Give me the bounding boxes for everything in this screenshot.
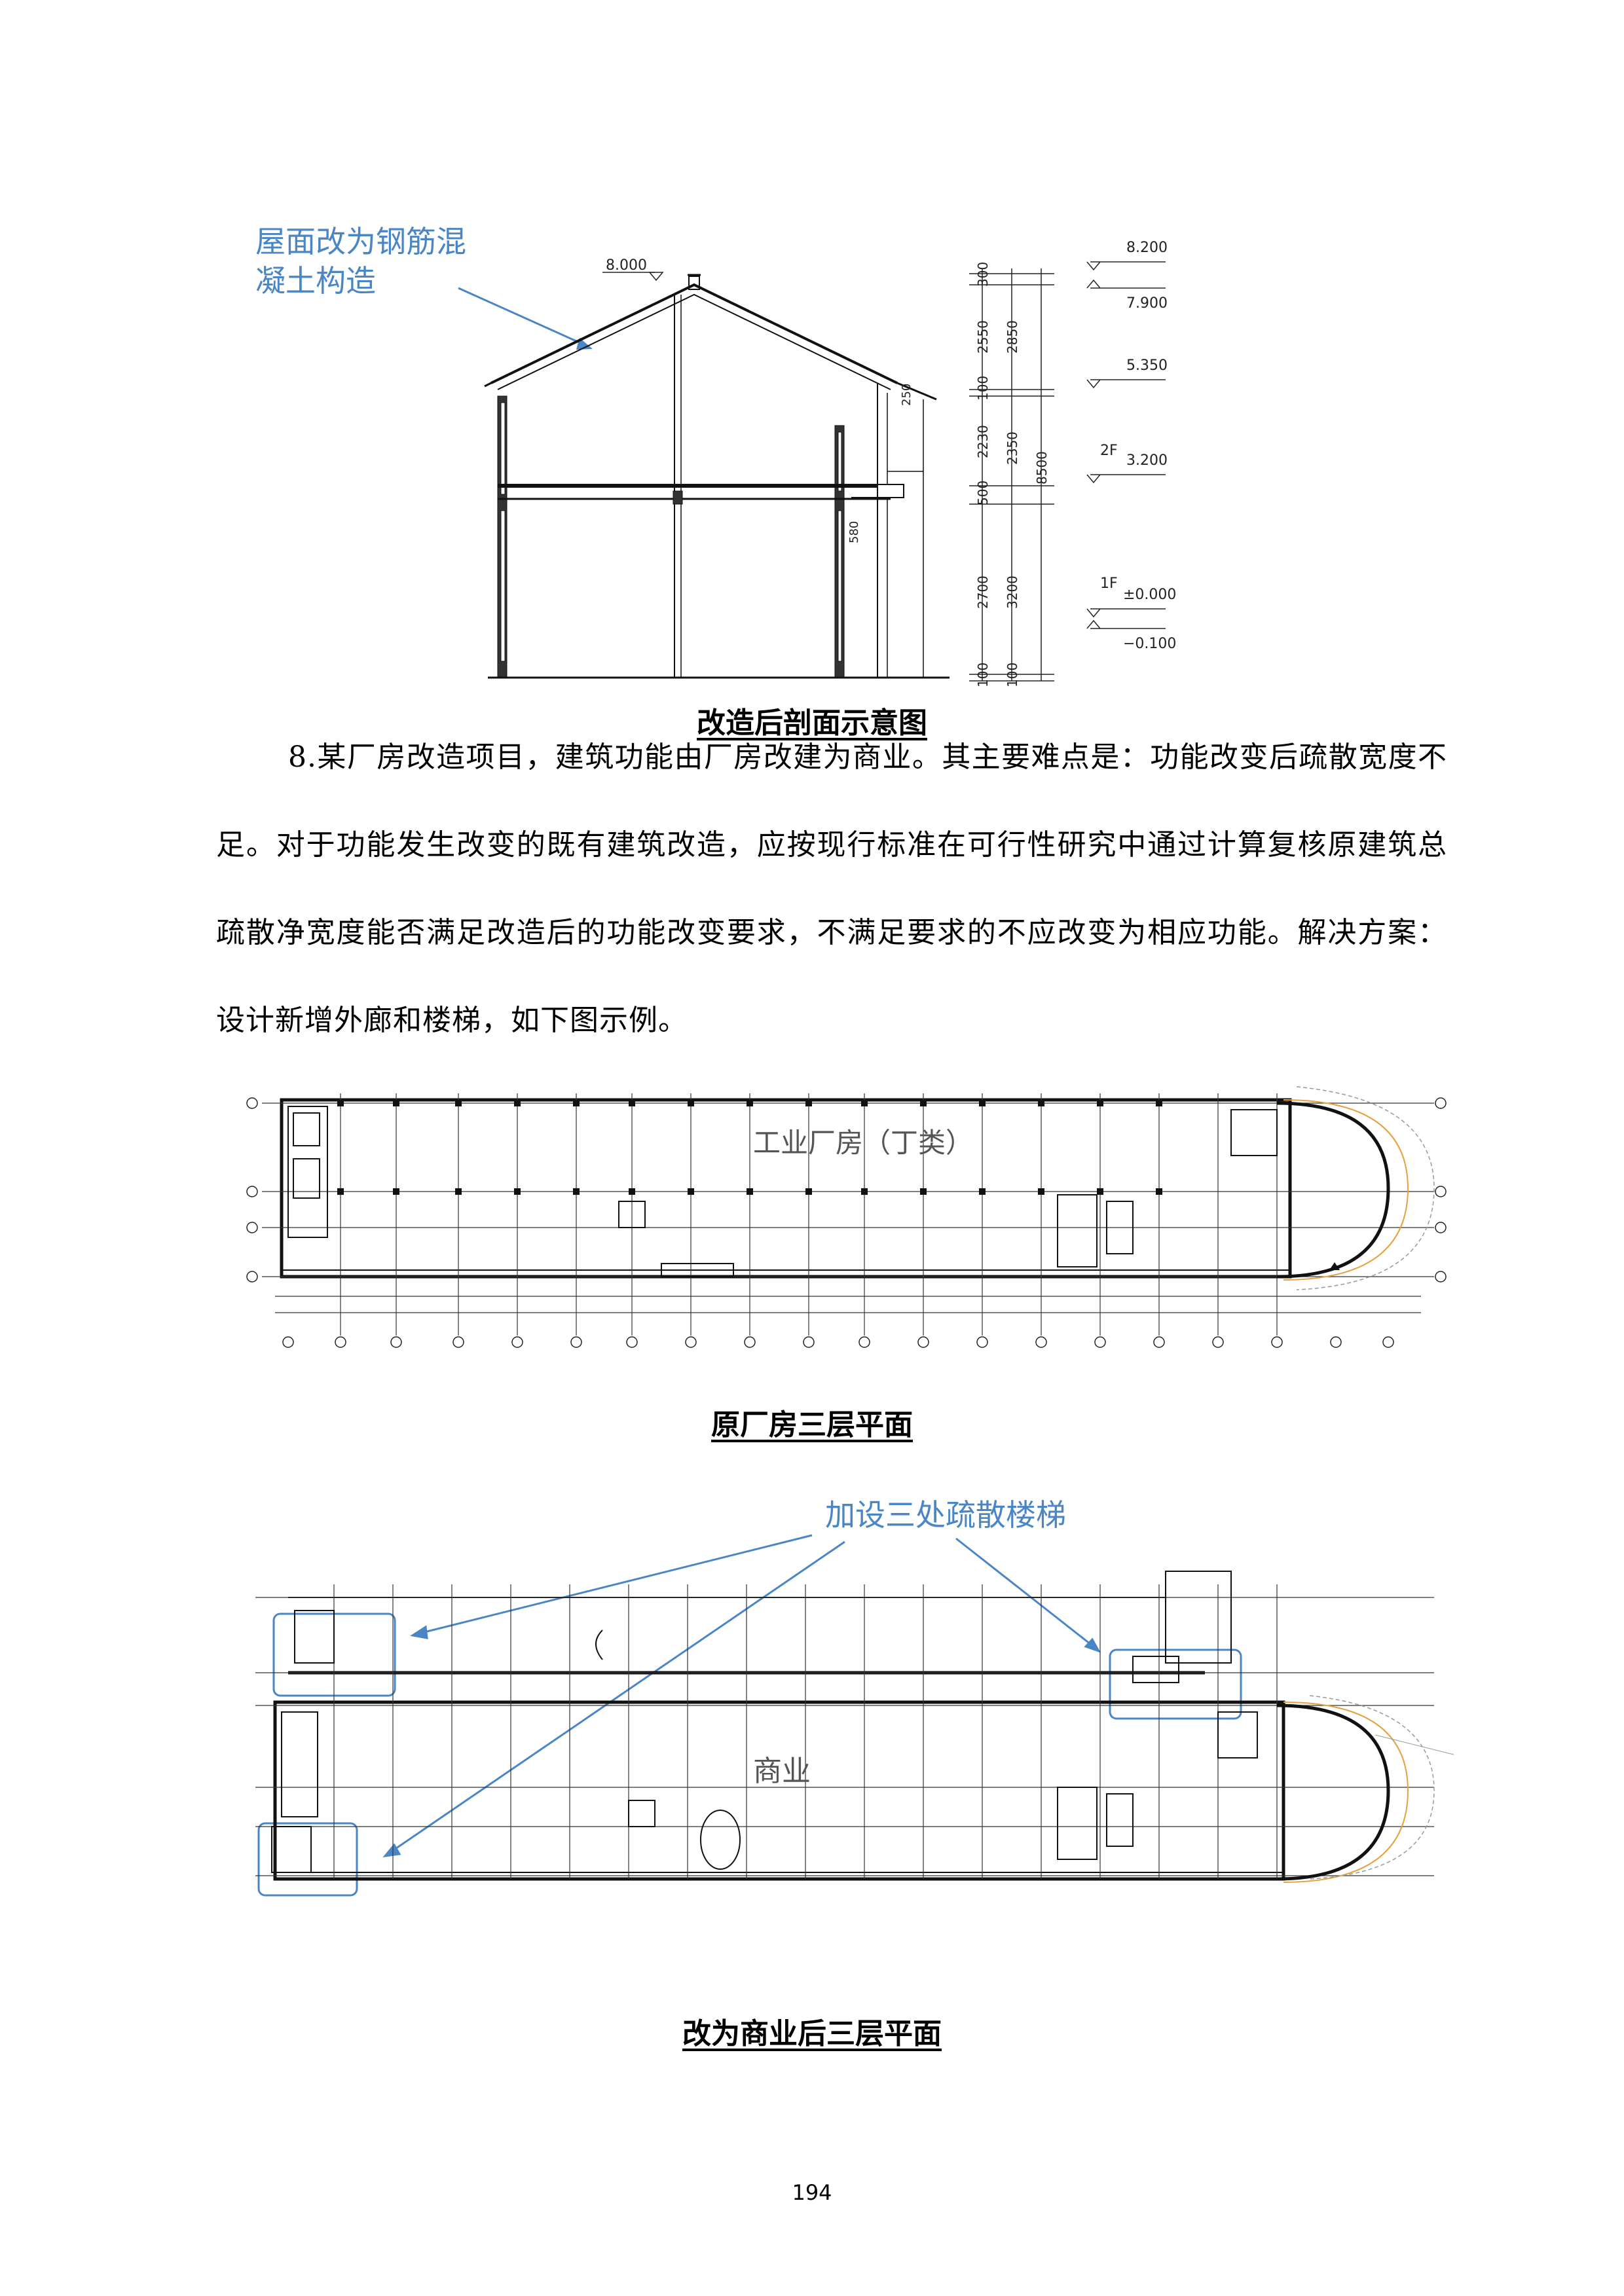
section-figure: 屋面改为钢筋混 凝土构造 8.000 bbox=[249, 223, 1176, 687]
dim-2700: 2700 bbox=[975, 575, 991, 609]
dim-2550: 2550 bbox=[975, 320, 991, 354]
dim-2230: 2230 bbox=[975, 425, 991, 458]
plan-modified-figure: 加设三处疏散楼梯 bbox=[223, 1486, 1480, 1897]
section-drawing: 屋面改为钢筋混 凝土构造 8.000 bbox=[255, 224, 1176, 687]
floor-2f: 2F bbox=[1100, 443, 1118, 459]
orange-curve-line bbox=[1283, 1099, 1409, 1281]
level-marks bbox=[1086, 261, 1166, 629]
building-section bbox=[488, 295, 950, 679]
annotation-arrow bbox=[458, 287, 590, 348]
page-number: 194 bbox=[792, 2180, 832, 2205]
level-3200: 3.200 bbox=[1126, 452, 1168, 469]
small-dim-580: 580 bbox=[847, 521, 861, 543]
dim-500: 500 bbox=[975, 481, 991, 505]
plan-original-label: 工业厂房（丁类） bbox=[753, 1127, 973, 1159]
plan-original-drawing: 工业厂房（丁类） bbox=[246, 1086, 1447, 1348]
level-0000: ±0.000 bbox=[1123, 587, 1176, 603]
ridge-level-label: 8.000 bbox=[606, 257, 647, 274]
plan-modified-annotation: 加设三处疏散楼梯 bbox=[825, 1497, 1066, 1533]
dim-8500: 8500 bbox=[1034, 451, 1050, 484]
floor-1f: 1F bbox=[1100, 575, 1118, 592]
plan-modified-caption: 改为商业后三层平面 bbox=[682, 2017, 942, 2050]
plan-modified-drawing: 加设三处疏散楼梯 bbox=[257, 1497, 1242, 1897]
level-minus0100: −0.100 bbox=[1123, 636, 1176, 652]
annotation-arrows bbox=[382, 1534, 1101, 1858]
level-7900: 7.900 bbox=[1126, 295, 1168, 312]
section-annotation-line2: 凝土构造 bbox=[255, 263, 376, 299]
dim-100a: 100 bbox=[975, 376, 991, 401]
paragraph-text: 8.某厂房改造项目，建筑功能由厂房改建为商业。其主要难点是：功能改变后疏散宽度不… bbox=[216, 740, 1447, 1037]
plan-original-caption: 原厂房三层平面 bbox=[711, 1408, 913, 1442]
body-paragraph: 8.某厂房改造项目，建筑功能由厂房改建为商业。其主要难点是：功能改变后疏散宽度不… bbox=[216, 714, 1447, 1065]
dim-2350: 2350 bbox=[1005, 431, 1020, 465]
small-dim-250: 250 bbox=[900, 384, 913, 406]
plan-modified-body: 商业 bbox=[236, 1571, 1473, 1883]
stair-highlight-2 bbox=[1109, 1649, 1242, 1720]
roof bbox=[484, 274, 937, 401]
dim-3200: 3200 bbox=[1005, 575, 1020, 609]
dim-2850: 2850 bbox=[1005, 320, 1020, 354]
stair-highlight-3 bbox=[257, 1822, 358, 1897]
dimension-lines bbox=[969, 268, 1054, 682]
dim-300: 300 bbox=[975, 262, 991, 287]
plan-original-figure: 工业厂房（丁类） bbox=[236, 1074, 1473, 1355]
level-8200: 8.200 bbox=[1126, 240, 1168, 256]
level-5350: 5.350 bbox=[1126, 357, 1168, 374]
dim-100c: 100 bbox=[1005, 663, 1020, 687]
section-caption: 改造后剖面示意图 bbox=[697, 706, 927, 740]
dim-100b: 100 bbox=[975, 663, 991, 687]
plan-modified-plan: 商业 bbox=[255, 1571, 1454, 1883]
section-annotation-line1: 屋面改为钢筋混 bbox=[255, 224, 466, 259]
plan-modified-label: 商业 bbox=[753, 1755, 811, 1788]
